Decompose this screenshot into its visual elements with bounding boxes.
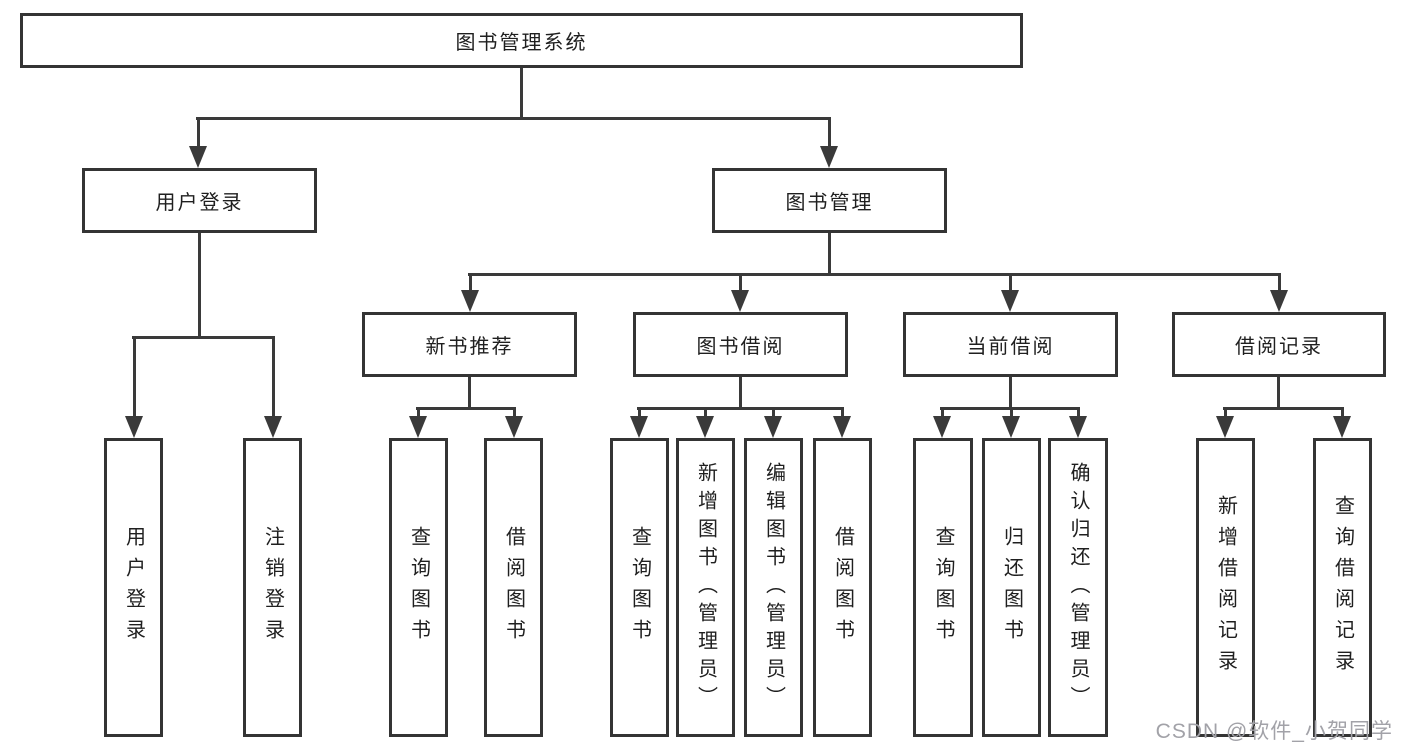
arrow-down-icon xyxy=(1001,273,1019,312)
node-leaf-query-borrow-record: 查询借阅记录 xyxy=(1313,438,1372,737)
node-book-borrowing: 图书借阅 xyxy=(633,312,848,377)
node-label: 新增借阅记录 xyxy=(1214,494,1237,681)
arrow-down-icon xyxy=(505,407,523,438)
node-label: 借阅图书 xyxy=(831,525,854,650)
node-label: 借阅图书 xyxy=(502,525,525,650)
node-label: 查询图书 xyxy=(628,525,651,650)
arrow-down-icon xyxy=(1069,407,1087,438)
node-label: 当前借阅 xyxy=(966,336,1055,358)
arrow-down-icon xyxy=(731,273,749,312)
connector-new-book-recommend-rail xyxy=(416,407,516,410)
node-leaf-edit-books-admin: 编辑图书（管理员） xyxy=(744,438,803,737)
node-leaf-user-login: 用户登录 xyxy=(104,438,163,737)
node-leaf-add-books-admin: 新增图书（管理员） xyxy=(676,438,735,737)
connector-book-management-rail xyxy=(468,273,1281,276)
node-leaf-logout: 注销登录 xyxy=(243,438,302,737)
node-label: 新增图书（管理员） xyxy=(694,461,717,714)
arrow-down-icon xyxy=(764,407,782,438)
node-leaf-query-books-recommend: 查询图书 xyxy=(389,438,448,737)
node-label: 编辑图书（管理员） xyxy=(762,461,785,714)
node-leaf-query-books-current: 查询图书 xyxy=(913,438,973,737)
arrow-down-icon xyxy=(1333,407,1351,438)
arrow-down-icon xyxy=(409,407,427,438)
arrow-down-icon xyxy=(1270,273,1288,312)
node-label: 确认归还（管理员） xyxy=(1067,461,1089,714)
node-label: 图书管理系统 xyxy=(455,32,588,54)
connector-book-borrowing-stub xyxy=(739,377,742,410)
node-label: 查询图书 xyxy=(407,525,430,650)
arrow-down-icon xyxy=(820,117,838,168)
connector-book-management-stub xyxy=(828,233,831,276)
node-book-management: 图书管理 xyxy=(712,168,947,233)
node-user-login: 用户登录 xyxy=(82,168,317,233)
csdn-watermark: CSDN @软件_小贺同学 xyxy=(1155,720,1393,743)
node-new-book-recommend: 新书推荐 xyxy=(362,312,577,377)
arrow-down-icon xyxy=(933,407,951,438)
node-leaf-return-books: 归还图书 xyxy=(982,438,1041,737)
node-leaf-borrow-books-recommend: 借阅图书 xyxy=(484,438,543,737)
node-label: 用户登录 xyxy=(155,192,244,214)
node-leaf-confirm-return-admin: 确认归还（管理员） xyxy=(1048,438,1108,737)
connector-root-stub xyxy=(520,68,523,120)
node-label: 借阅记录 xyxy=(1235,336,1323,358)
arrow-down-icon xyxy=(696,407,714,438)
connector-borrowing-records-rail xyxy=(1223,407,1344,410)
node-label: 图书管理 xyxy=(785,192,874,214)
node-leaf-borrow-books-borrowing: 借阅图书 xyxy=(813,438,872,737)
node-label: 图书借阅 xyxy=(696,336,785,358)
node-root-system: 图书管理系统 xyxy=(20,13,1023,68)
arrow-down-icon xyxy=(461,273,479,312)
connector-current-borrowing-stub xyxy=(1009,377,1012,410)
arrow-down-icon xyxy=(264,336,282,438)
node-current-borrowing: 当前借阅 xyxy=(903,312,1118,377)
connector-borrowing-records-stub xyxy=(1277,377,1280,410)
node-label: 用户登录 xyxy=(122,525,145,650)
node-borrowing-records: 借阅记录 xyxy=(1172,312,1386,377)
connector-new-book-recommend-stub xyxy=(468,377,471,410)
node-label: 查询借阅记录 xyxy=(1331,494,1354,681)
node-label: 注销登录 xyxy=(261,525,284,650)
node-label: 查询图书 xyxy=(932,525,954,650)
node-label: 新书推荐 xyxy=(425,336,514,358)
connector-book-borrowing-rail xyxy=(637,407,844,410)
arrow-down-icon xyxy=(189,117,207,168)
node-label: 归还图书 xyxy=(1000,525,1023,650)
arrow-down-icon xyxy=(630,407,648,438)
node-leaf-query-books-borrowing: 查询图书 xyxy=(610,438,669,737)
arrow-down-icon xyxy=(1002,407,1020,438)
arrow-down-icon xyxy=(125,336,143,438)
connector-user-login-rail xyxy=(132,336,275,339)
arrow-down-icon xyxy=(833,407,851,438)
connector-user-login-stub xyxy=(198,233,201,339)
connector-root-rail xyxy=(196,117,831,120)
node-leaf-add-borrow-record: 新增借阅记录 xyxy=(1196,438,1255,737)
arrow-down-icon xyxy=(1216,407,1234,438)
